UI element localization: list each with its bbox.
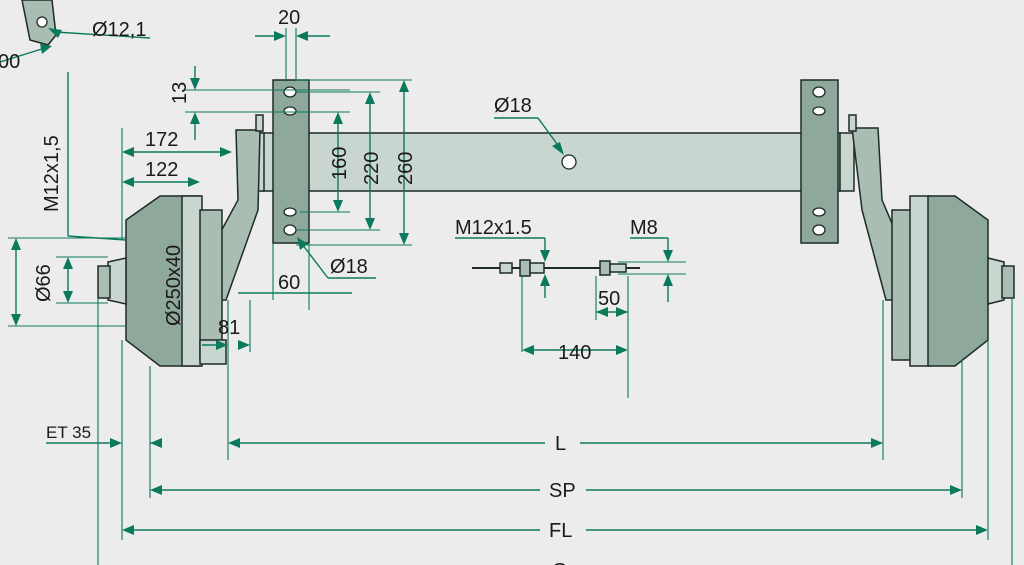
cable-end [609,263,627,273]
dimension-labels: Ø12,1 00 M12x1,5 20 13 172 122 160 220 2… [0,7,658,565]
right-bracket-hole-2 [812,106,826,116]
label-260: 260 [395,152,417,185]
label-122: 122 [145,159,178,181]
left-bracket-hole-3 [283,207,297,217]
label-FL: FL [549,520,572,542]
label-172: 172 [145,129,178,151]
label-partial-00: 00 [0,51,20,73]
label-et35: ET 35 [46,423,91,442]
dimension-lines [0,28,1013,565]
left-drum-face [181,195,203,367]
left-hub-end [97,265,111,299]
right-arm-collar [839,132,855,192]
label-d66: Ø66 [33,264,55,302]
label-220: 220 [361,152,383,185]
label-d18-axle: Ø18 [494,95,532,117]
cable-nut-m8 [599,260,611,276]
hole-12-1 [36,16,48,28]
right-drum-face [909,195,931,367]
right-hub-cap [987,257,1005,305]
label-81: 81 [218,317,240,339]
cable-nut-m12 [519,259,531,277]
right-bracket-hole-4 [812,224,826,236]
right-mounting-bracket [800,79,839,244]
label-m12x1-5-left: M12x1,5 [41,135,63,212]
right-hub-end [1001,265,1015,299]
label-L: L [555,433,566,455]
label-G: G [552,560,568,565]
label-13: 13 [169,82,191,104]
label-d12-1: Ø12,1 [92,19,146,41]
label-d250x40: Ø250x40 [163,245,185,326]
left-arm-pin [255,114,264,132]
right-arm-pin [848,114,857,132]
axle-assembly [21,0,1015,367]
left-bracket-hole-4 [283,224,297,236]
label-m12x1-5-cable: M12x1.5 [455,217,532,239]
left-mounting-bracket [272,79,310,244]
label-20: 20 [278,7,300,29]
right-bracket-hole-3 [812,207,826,217]
label-160: 160 [329,147,351,180]
axle-hole-18 [561,154,577,170]
right-brake-drum [927,195,989,367]
left-bracket-hole-1 [283,86,297,98]
cable-fitting-1 [499,262,513,274]
label-60: 60 [278,272,300,294]
label-SP: SP [549,480,576,502]
label-140: 140 [558,342,591,364]
label-50: 50 [598,288,620,310]
right-bracket-hole-1 [812,86,826,98]
label-d18-bracket: Ø18 [330,256,368,278]
cable-fitting-2 [529,262,545,274]
label-m8: M8 [630,217,658,239]
axle-tube [261,132,841,192]
left-bracket-hole-2 [283,106,297,116]
